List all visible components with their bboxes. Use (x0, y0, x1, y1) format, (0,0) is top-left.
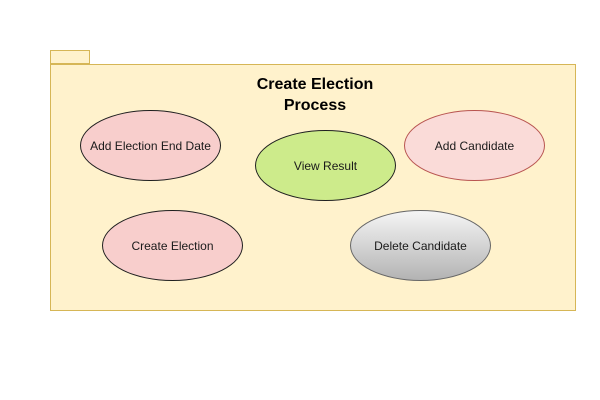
use-case-view-result[interactable]: View Result (255, 130, 396, 201)
use-case-label: Add Candidate (434, 138, 515, 153)
package-title: Create Election Process (215, 74, 415, 116)
package-title-line-2: Process (283, 97, 347, 114)
use-case-delete-candidate[interactable]: Delete Candidate (350, 210, 491, 281)
use-case-create-election[interactable]: Create Election (102, 210, 243, 281)
use-case-label: Delete Candidate (374, 238, 467, 253)
use-case-add-election-end-date[interactable]: Add Election End Date (80, 110, 221, 181)
package-title-line-1: Create Election (256, 76, 374, 93)
use-case-label: Create Election (131, 238, 214, 253)
use-case-label: Add Election End Date (90, 138, 211, 153)
use-case-label: View Result (293, 158, 358, 173)
package-tab (50, 50, 90, 64)
use-case-add-candidate[interactable]: Add Candidate (404, 110, 545, 181)
